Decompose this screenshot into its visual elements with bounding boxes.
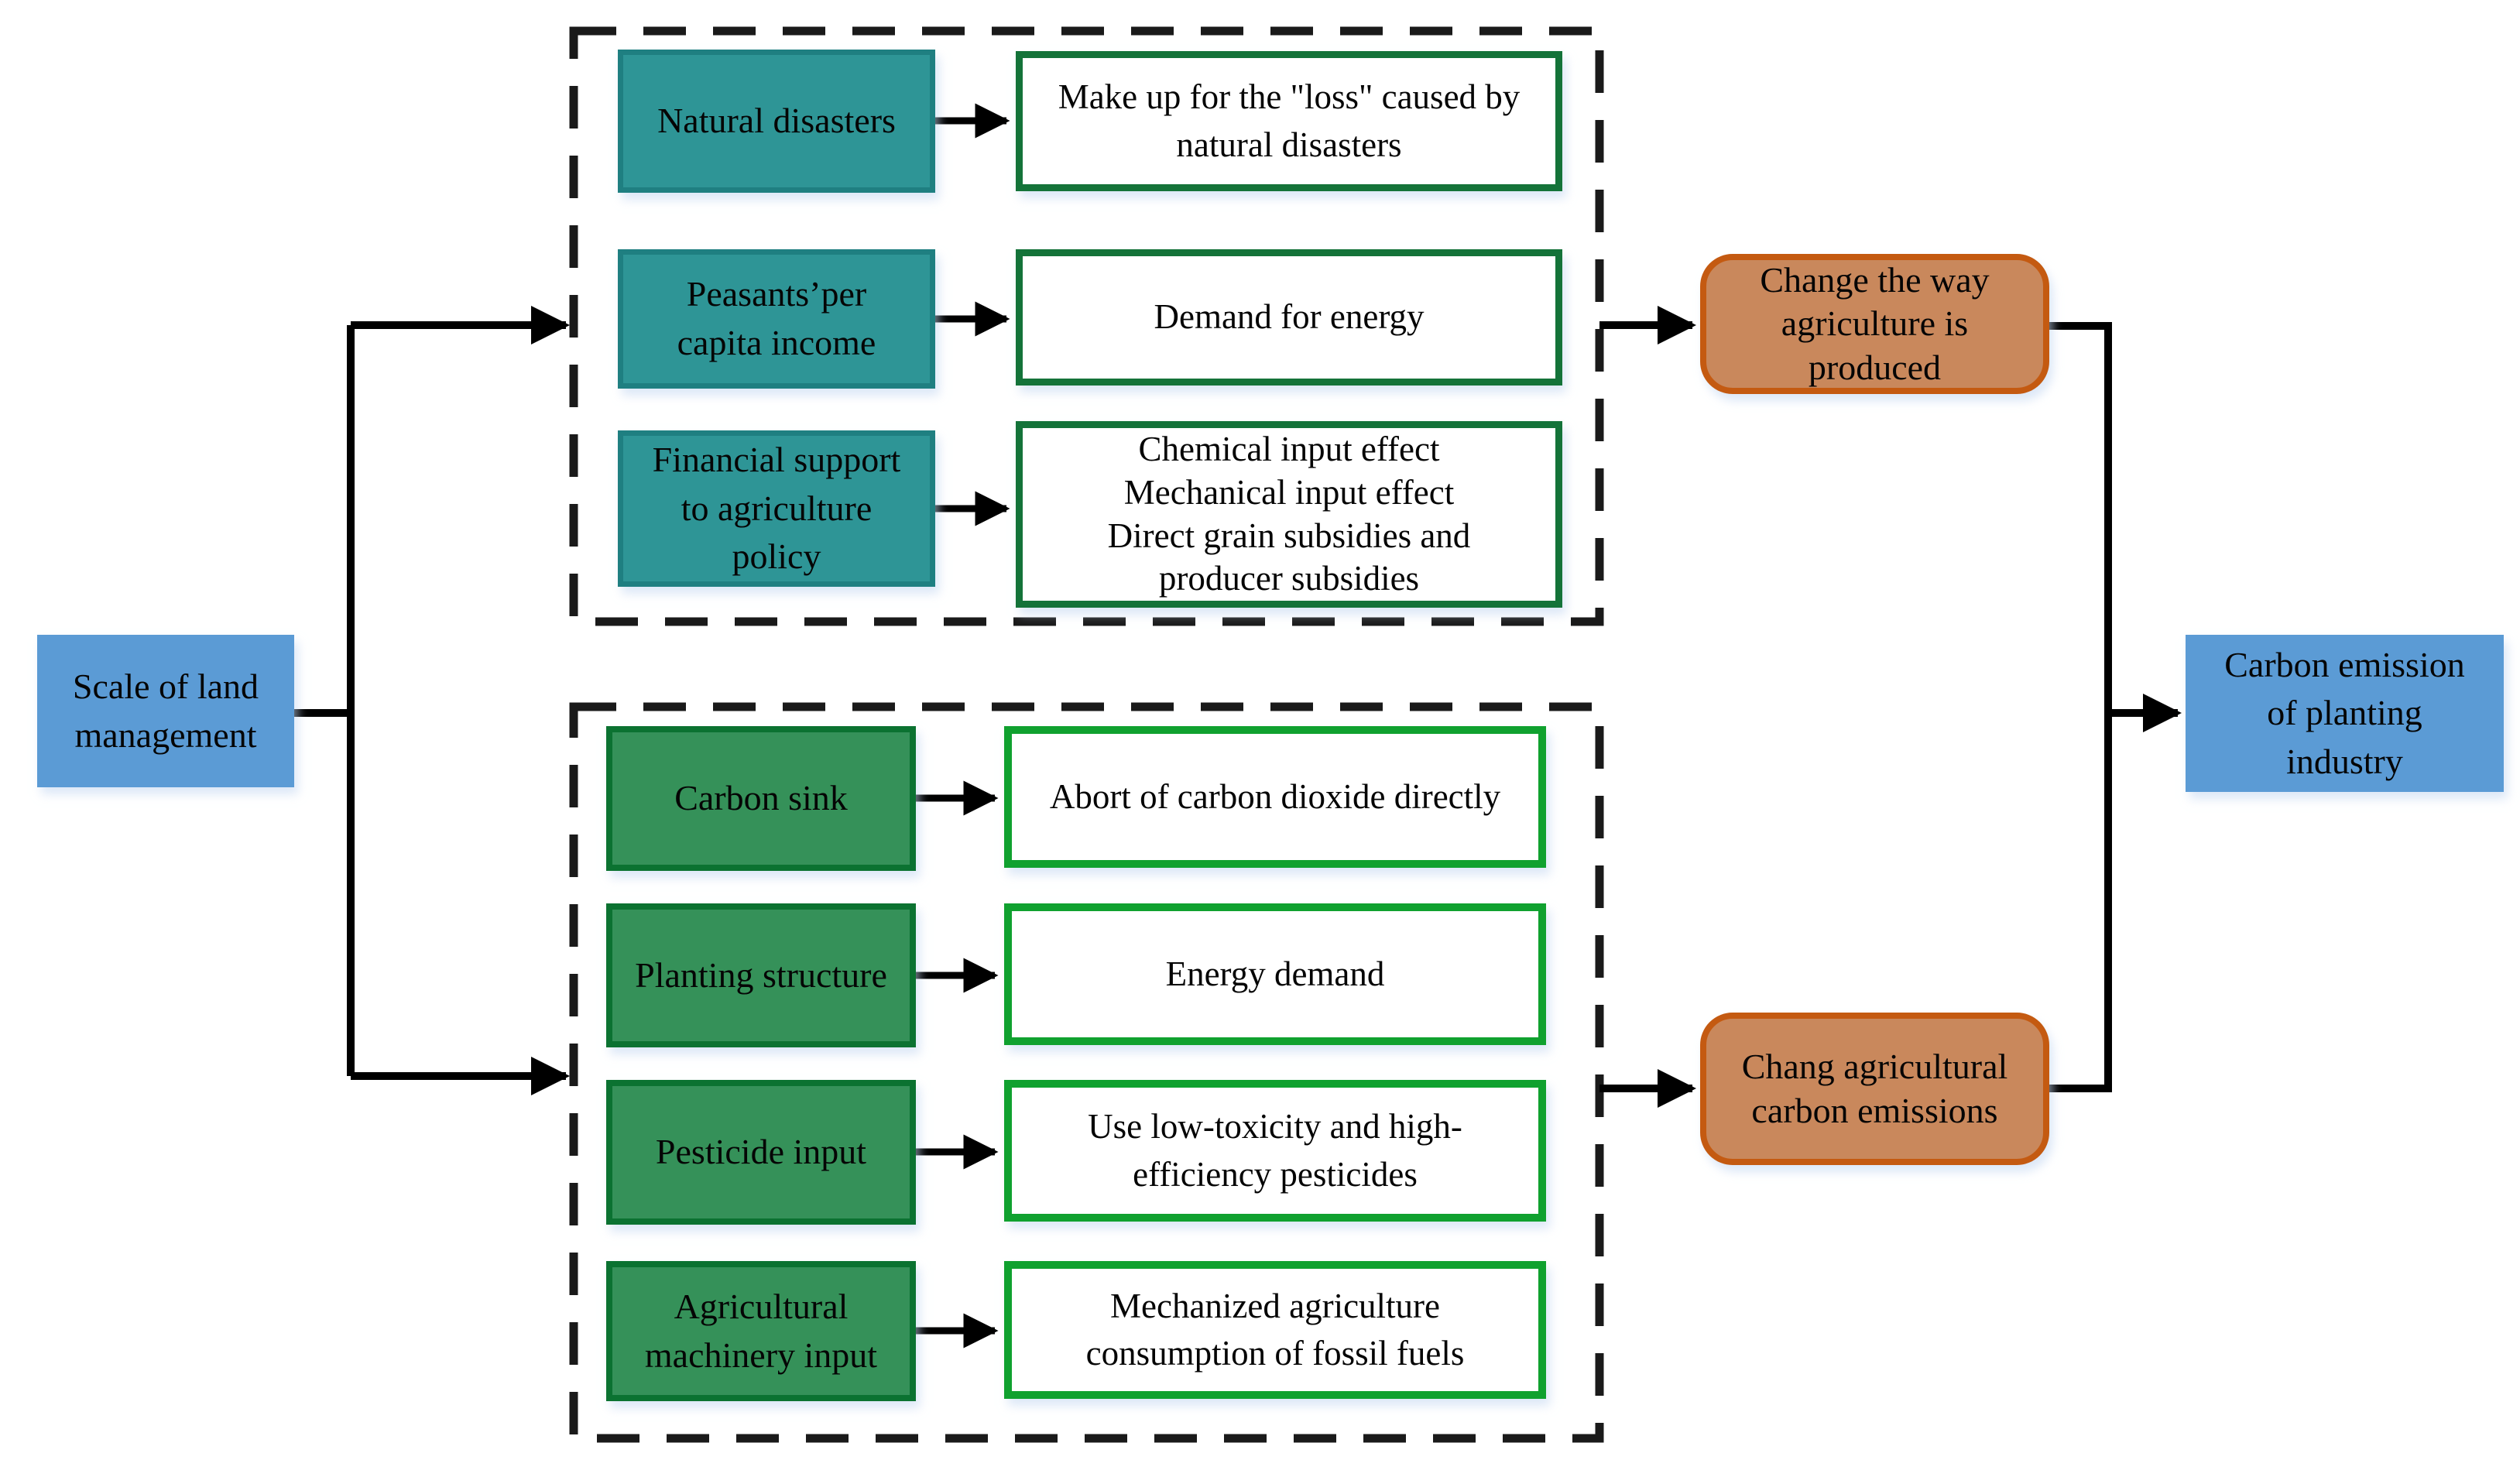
node-carbon-sink: Carbon sink: [606, 726, 916, 871]
node-effect-low-toxicity-pesticides: Use low-toxicity and high- efficiency pe…: [1004, 1080, 1546, 1222]
node-scale-of-land-management: Scale of land management: [37, 635, 294, 787]
node-financial-support-policy: Financial support to agriculture policy: [618, 430, 935, 587]
node-effect-loss-compensation: Make up for the "loss" caused by natural…: [1016, 51, 1562, 191]
connector-outcomes-merge: [2049, 326, 2108, 1088]
node-change-agricultural-carbon-emissions: Chang agricultural carbon emissions: [1700, 1013, 2049, 1165]
node-planting-structure: Planting structure: [606, 903, 916, 1047]
node-effect-energy-demand: Energy demand: [1004, 903, 1546, 1045]
node-agricultural-machinery-input: Agricultural machinery input: [606, 1261, 916, 1401]
node-carbon-emission-planting-industry: Carbon emission of planting industry: [2186, 635, 2504, 792]
node-effect-absorb-co2: Abort of carbon dioxide directly: [1004, 726, 1546, 868]
node-effect-demand-for-energy: Demand for energy: [1016, 249, 1562, 386]
node-effect-input-subsidies: Chemical input effect Mechanical input e…: [1016, 421, 1562, 608]
node-peasants-per-capita-income: Peasants’per capita income: [618, 249, 935, 389]
node-change-agriculture-production: Change the way agriculture is produced: [1700, 254, 2049, 394]
node-natural-disasters: Natural disasters: [618, 50, 935, 193]
node-pesticide-input: Pesticide input: [606, 1080, 916, 1225]
node-effect-fossil-fuel-consumption: Mechanized agriculture consumption of fo…: [1004, 1261, 1546, 1399]
connector-scale-trunk: [294, 325, 351, 1076]
